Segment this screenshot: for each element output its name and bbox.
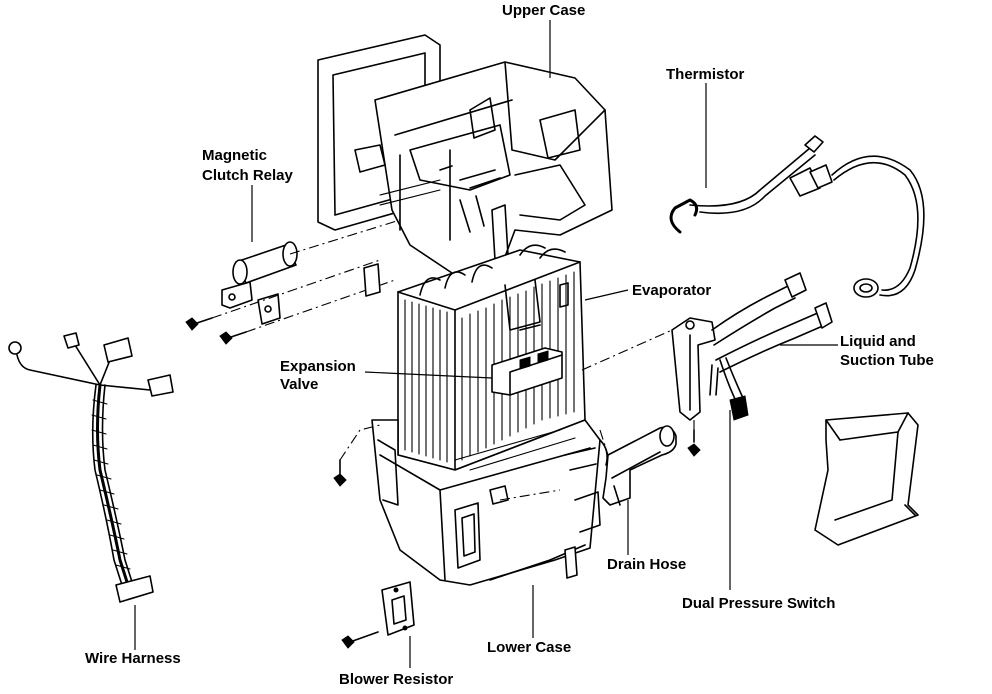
label-upper-case: Upper Case: [502, 2, 585, 19]
label-expansion-valve-2: Valve: [280, 376, 318, 393]
expansion-valve-part: [491, 347, 563, 396]
blower-resistor-part: [341, 581, 415, 649]
label-dual-pressure-switch: Dual Pressure Switch: [682, 595, 835, 612]
label-magnetic-clutch-relay-2: Clutch Relay: [202, 167, 294, 184]
lower-case-screw: [333, 459, 347, 487]
right-bracket-part: [814, 412, 919, 546]
wire-harness-part: [8, 332, 174, 603]
label-thermistor: Thermistor: [666, 66, 745, 83]
label-wire-harness: Wire Harness: [85, 650, 181, 667]
evaporator-part: [397, 244, 586, 471]
label-magnetic-clutch-relay-1: Magnetic: [202, 147, 267, 164]
relay-bracket-clip: [363, 263, 381, 297]
label-liquid-suction-2: Suction Tube: [840, 352, 934, 369]
label-expansion-valve-1: Expansion: [280, 358, 356, 375]
label-evaporator: Evaporator: [632, 282, 711, 299]
drain-hose-part: [602, 425, 677, 506]
labels: Upper Case Thermistor Magnetic Clutch Re…: [85, 2, 934, 688]
magnetic-clutch-relay-part: [185, 241, 298, 345]
label-liquid-suction-1: Liquid and: [840, 333, 916, 350]
label-blower-resistor: Blower Resistor: [339, 671, 453, 688]
liquid-suction-tube-part: [671, 272, 833, 457]
lower-case-part: [371, 419, 608, 586]
label-lower-case: Lower Case: [487, 639, 571, 656]
thermistor-part: [669, 135, 925, 298]
label-drain-hose: Drain Hose: [607, 556, 686, 573]
upper-case-part: [317, 34, 613, 276]
leader-lines: [134, 20, 838, 668]
